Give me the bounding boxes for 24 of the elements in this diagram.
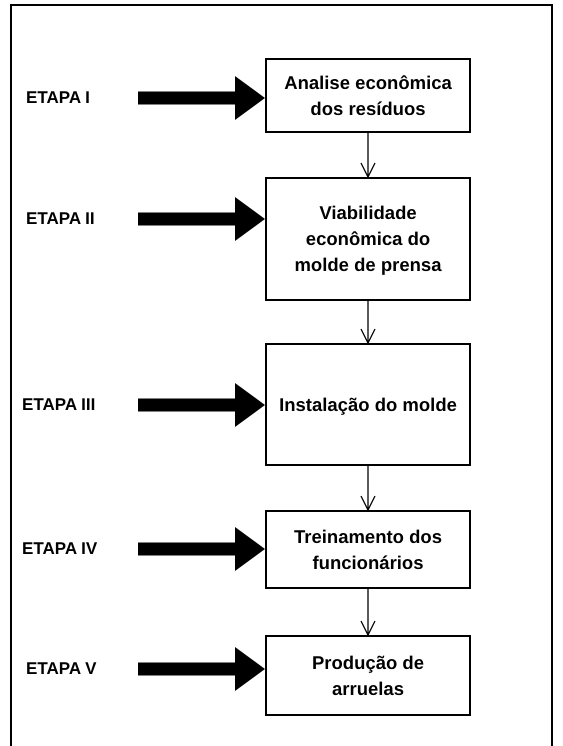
step-text: Instalação do molde — [278, 392, 458, 417]
stage-label: ETAPA III — [22, 395, 96, 415]
step-text: Produção de arruelas — [310, 650, 426, 700]
arrow — [360, 589, 376, 636]
stage-label: ETAPA IV — [22, 539, 98, 559]
step-text: Viabilidade econômica do molde de prensa — [293, 201, 443, 277]
stage-label: ETAPA I — [26, 88, 90, 108]
process-box — [265, 343, 471, 466]
stage-label: ETAPA V — [26, 659, 97, 679]
process-box — [265, 510, 471, 589]
process-box — [265, 58, 471, 133]
step-text: Analise econômica dos resíduos — [283, 70, 453, 120]
block-arrow — [138, 383, 265, 427]
arrow — [360, 133, 376, 178]
block-arrow — [138, 76, 265, 120]
block-arrow — [138, 647, 265, 691]
stage-label: ETAPA II — [26, 209, 95, 229]
process-box — [265, 177, 471, 301]
process-box — [265, 635, 471, 716]
arrow — [360, 466, 376, 511]
block-arrow — [138, 527, 265, 571]
step-text: Treinamento dos funcionários — [292, 524, 444, 574]
arrow — [360, 301, 376, 344]
block-arrow — [138, 197, 265, 241]
